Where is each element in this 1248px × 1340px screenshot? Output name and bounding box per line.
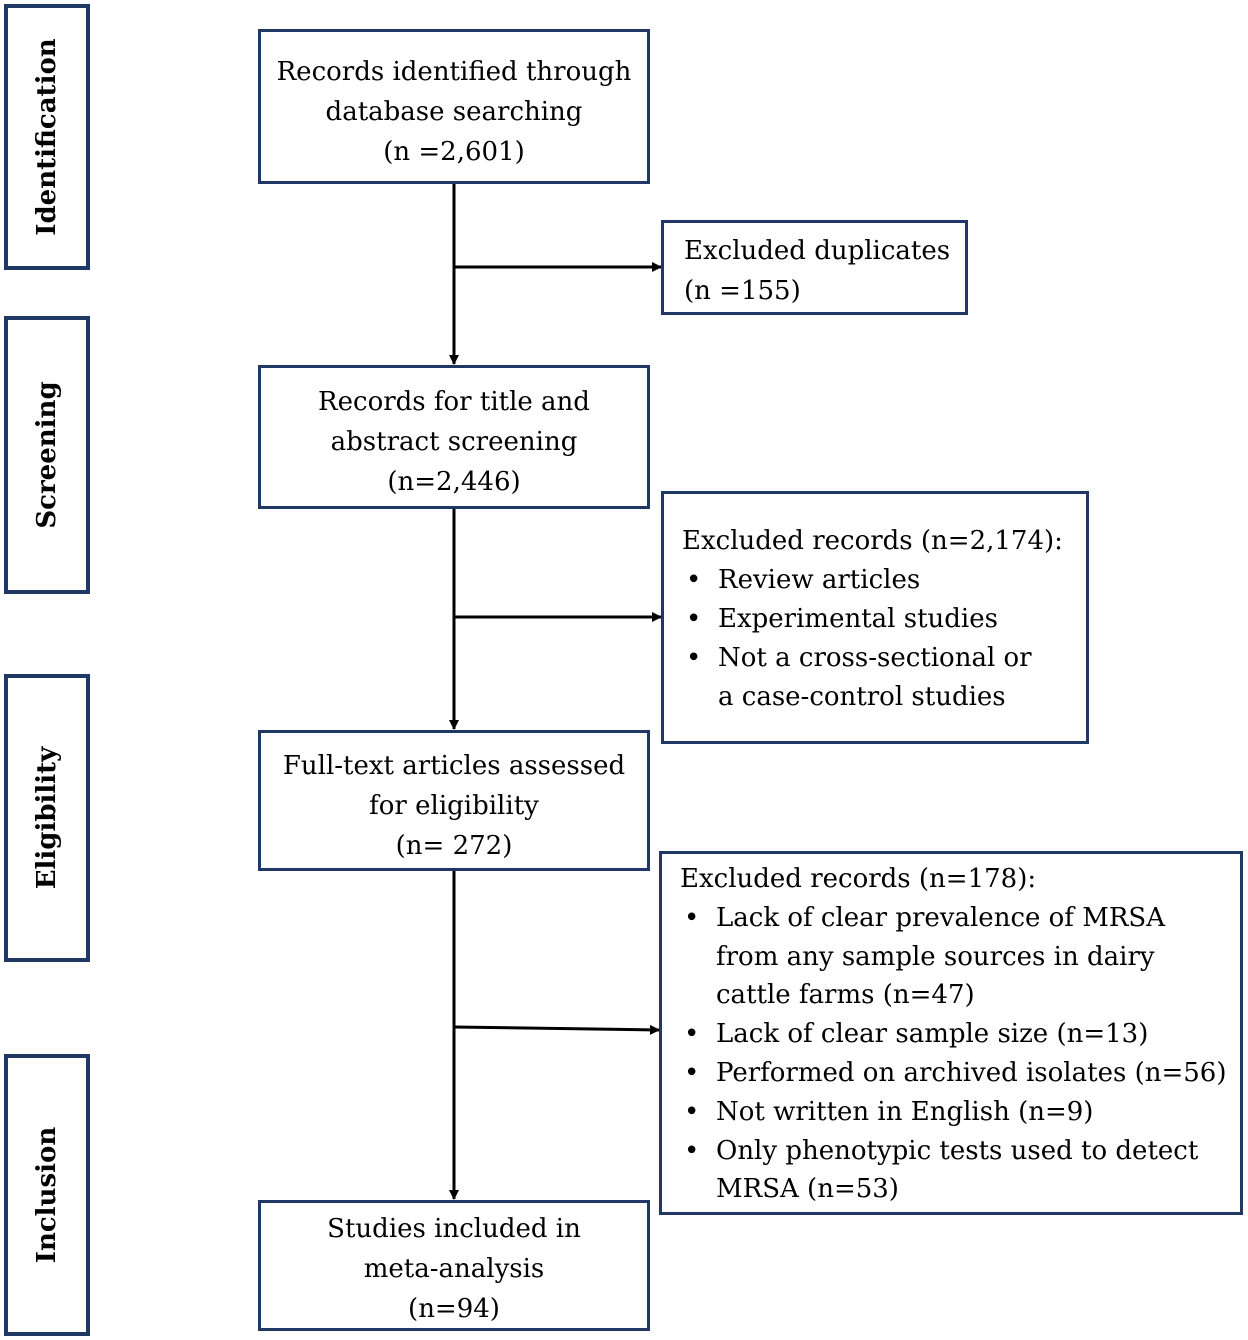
- list-item-text: Experimental studies: [718, 604, 998, 634]
- stage-inclusion: Inclusion: [4, 1054, 90, 1336]
- list-item-text: MRSA (n=53): [716, 1174, 899, 1205]
- list-item: • Lack of clear prevalence of MRSA: [680, 899, 1240, 938]
- box-fulltext-line2: for eligibility: [369, 791, 539, 821]
- stage-screening: Screening: [4, 316, 90, 594]
- list-item: • Not a cross-sectional or: [682, 639, 1086, 678]
- bullet-icon: •: [686, 604, 702, 634]
- stage-eligibility: Eligibility: [4, 674, 90, 962]
- list-item-continuation: MRSA (n=53): [680, 1170, 1240, 1209]
- box-fulltext-count: (n= 272): [395, 831, 513, 861]
- box-records-identified: Records identified through database sear…: [258, 29, 650, 184]
- bullet-icon: •: [684, 1057, 700, 1088]
- list-item-text: Performed on archived isolates (n=56): [716, 1057, 1227, 1088]
- box-records-identified-line2: database searching: [325, 97, 583, 127]
- box-excluded-screening-header: Excluded records (n=2,174):: [682, 526, 1063, 556]
- bullet-icon: •: [686, 565, 702, 595]
- bullet-icon: •: [684, 1135, 700, 1166]
- list-item: • Not written in English (n=9): [680, 1093, 1240, 1132]
- box-screening-count: (n=2,446): [387, 467, 521, 497]
- bullet-icon: •: [684, 902, 700, 933]
- list-item: • Performed on archived isolates (n=56): [680, 1054, 1240, 1093]
- list-item-text: Not a cross-sectional or: [718, 643, 1032, 673]
- box-included: Studies included in meta-analysis (n=94): [258, 1200, 650, 1331]
- box-fulltext: Full-text articles assessed for eligibil…: [258, 730, 650, 871]
- list-item-text: Review articles: [718, 565, 921, 595]
- list-item-text: Lack of clear sample size (n=13): [716, 1019, 1149, 1050]
- bullet-icon: •: [684, 1096, 700, 1127]
- list-item-text: from any sample sources in dairy: [716, 941, 1155, 972]
- list-item-text: Only phenotypic tests used to detect: [716, 1135, 1199, 1166]
- list-item-text: Lack of clear prevalence of MRSA: [716, 902, 1165, 933]
- box-excluded-eligibility: Excluded records (n=178): • Lack of clear…: [659, 851, 1243, 1215]
- list-item: • Lack of clear sample size (n=13): [680, 1015, 1240, 1054]
- box-fulltext-line1: Full-text articles assessed: [282, 751, 626, 781]
- box-records-identified-line1: Records identified through: [276, 57, 632, 87]
- box-included-line1: Studies included in: [327, 1214, 581, 1244]
- box-excluded-duplicates: Excluded duplicates (n =155): [661, 220, 968, 315]
- list-item-text: Not written in English (n=9): [716, 1096, 1094, 1127]
- list-item-text: a case-control studies: [718, 682, 1006, 712]
- list-item: • Experimental studies: [682, 600, 1086, 639]
- list-item-continuation: a case-control studies: [682, 678, 1086, 717]
- box-excluded-eligibility-header: Excluded records (n=178):: [680, 864, 1037, 894]
- list-item-continuation: cattle farms (n=47): [680, 976, 1240, 1015]
- box-excluded-duplicates-label: Excluded duplicates: [684, 236, 951, 266]
- bullet-icon: •: [686, 643, 702, 673]
- excluded-screening-list: • Review articles • Experimental studies •…: [682, 561, 1086, 717]
- box-screening-line2: abstract screening: [330, 427, 578, 457]
- list-item: • Review articles: [682, 561, 1086, 600]
- box-included-count: (n=94): [408, 1294, 500, 1324]
- box-screening-line1: Records for title and: [318, 387, 590, 417]
- list-item-continuation: from any sample sources in dairy: [680, 938, 1240, 977]
- box-excluded-screening: Excluded records (n=2,174): • Review arti…: [661, 491, 1089, 744]
- excluded-eligibility-list: • Lack of clear prevalence of MRSA from a…: [680, 899, 1240, 1209]
- box-excluded-duplicates-count: (n =155): [684, 276, 801, 306]
- box-included-line2: meta-analysis: [363, 1254, 545, 1284]
- bullet-icon: •: [684, 1019, 700, 1050]
- box-records-identified-count: (n =2,601): [383, 137, 525, 167]
- list-item-text: cattle farms (n=47): [716, 980, 975, 1011]
- stage-identification: Identification: [4, 4, 90, 270]
- box-screening: Records for title and abstract screening…: [258, 365, 650, 509]
- list-item: • Only phenotypic tests used to detect: [680, 1132, 1240, 1171]
- arrow-to-excluded-eligibility: [453, 1024, 660, 1035]
